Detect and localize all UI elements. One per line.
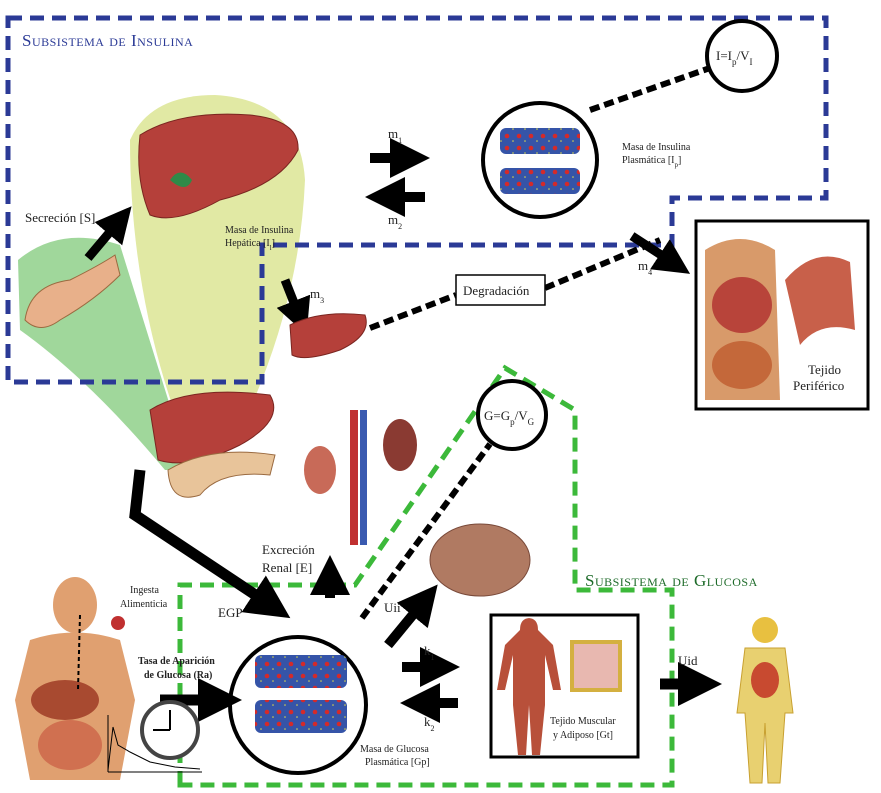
glucose-concentration-formula: G=Gp/VG [484, 408, 535, 427]
dashed-link [368, 292, 458, 331]
plasma-insulin-circle [481, 101, 599, 219]
peripheral-tissue-label: Tejido Periférico [793, 362, 844, 393]
kidney-image [304, 446, 336, 494]
secretion-arrow [84, 206, 132, 261]
child-anatomy-image [736, 617, 794, 784]
m1-label: m1 [388, 126, 402, 145]
uii-label: Uii [384, 600, 401, 615]
dashed-link [543, 237, 662, 291]
blood-vessel-image [500, 168, 580, 194]
egp-label: EGP [218, 605, 243, 620]
m3-arrow [276, 278, 311, 335]
shoulder-muscle-image [785, 256, 855, 345]
vena-cava-image [360, 410, 367, 545]
k2-label: k2 [424, 714, 435, 733]
muscle-adipose-label: Tejido Muscular y Adiposo [Gt] [550, 716, 618, 741]
blood-vessel-image [255, 655, 347, 688]
hepatic-insulin-label: Masa de Insulina Hepática [Il] [225, 225, 296, 252]
brain-image [429, 523, 531, 597]
degradation-label: Degradación [463, 283, 530, 298]
clock-icon [140, 700, 200, 760]
lungs-image [712, 277, 772, 333]
glucose-appearance-label: Tasa de Aparición de Glucosa (Ra) [138, 656, 217, 681]
blood-vessel-image [255, 700, 347, 733]
m3-label: m3 [310, 286, 324, 305]
glucose-concentration-circle [476, 379, 548, 451]
egp-arrow [129, 469, 291, 619]
pancreas-image [24, 254, 121, 328]
m4-label: m4 [638, 258, 652, 277]
adipose-tissue-image [570, 640, 622, 692]
small-liver-image [289, 313, 367, 359]
man-digestive-system-image [15, 577, 135, 780]
dashed-link [359, 442, 493, 620]
uid-label: Uid [678, 653, 698, 668]
glucose-subsystem-boundary [177, 364, 675, 788]
uii-arrow [384, 584, 438, 649]
apple-image [111, 616, 125, 630]
blood-vessel-image [500, 128, 580, 154]
renal-excretion-label: Excreción Renal [E] [262, 542, 318, 575]
degradation-box [455, 274, 546, 306]
plasma-glucose-label: Masa de Glucosa Plasmática [Gp] [360, 744, 431, 768]
plasma-insulin-label: Masa de Insulina Plasmática [Ip] [622, 142, 693, 169]
secretion-label: Secreción [S] [25, 210, 95, 225]
liver-image [138, 113, 299, 219]
pancreas-image [167, 451, 276, 498]
intestines-image [712, 341, 772, 389]
insulin-subsystem-title: Subsistema de Insulina [22, 31, 193, 50]
dashed-link [589, 65, 711, 113]
m2-label: m2 [388, 212, 402, 231]
muscle-body-image [497, 618, 561, 755]
m4-arrow [629, 232, 691, 274]
kidney-image [383, 419, 417, 471]
insulin-concentration-formula: I=Ip/VI [716, 48, 753, 67]
aorta-image [350, 410, 358, 545]
ra-curve-plot [107, 715, 202, 773]
glucose-subsystem-title: Subsistema de Glucosa [585, 571, 758, 590]
k1-label: k1 [424, 643, 435, 662]
insulin-concentration-circle [705, 19, 779, 93]
gallbladder-image [170, 172, 192, 187]
food-intake-label: Ingesta Alimenticia [120, 585, 168, 610]
